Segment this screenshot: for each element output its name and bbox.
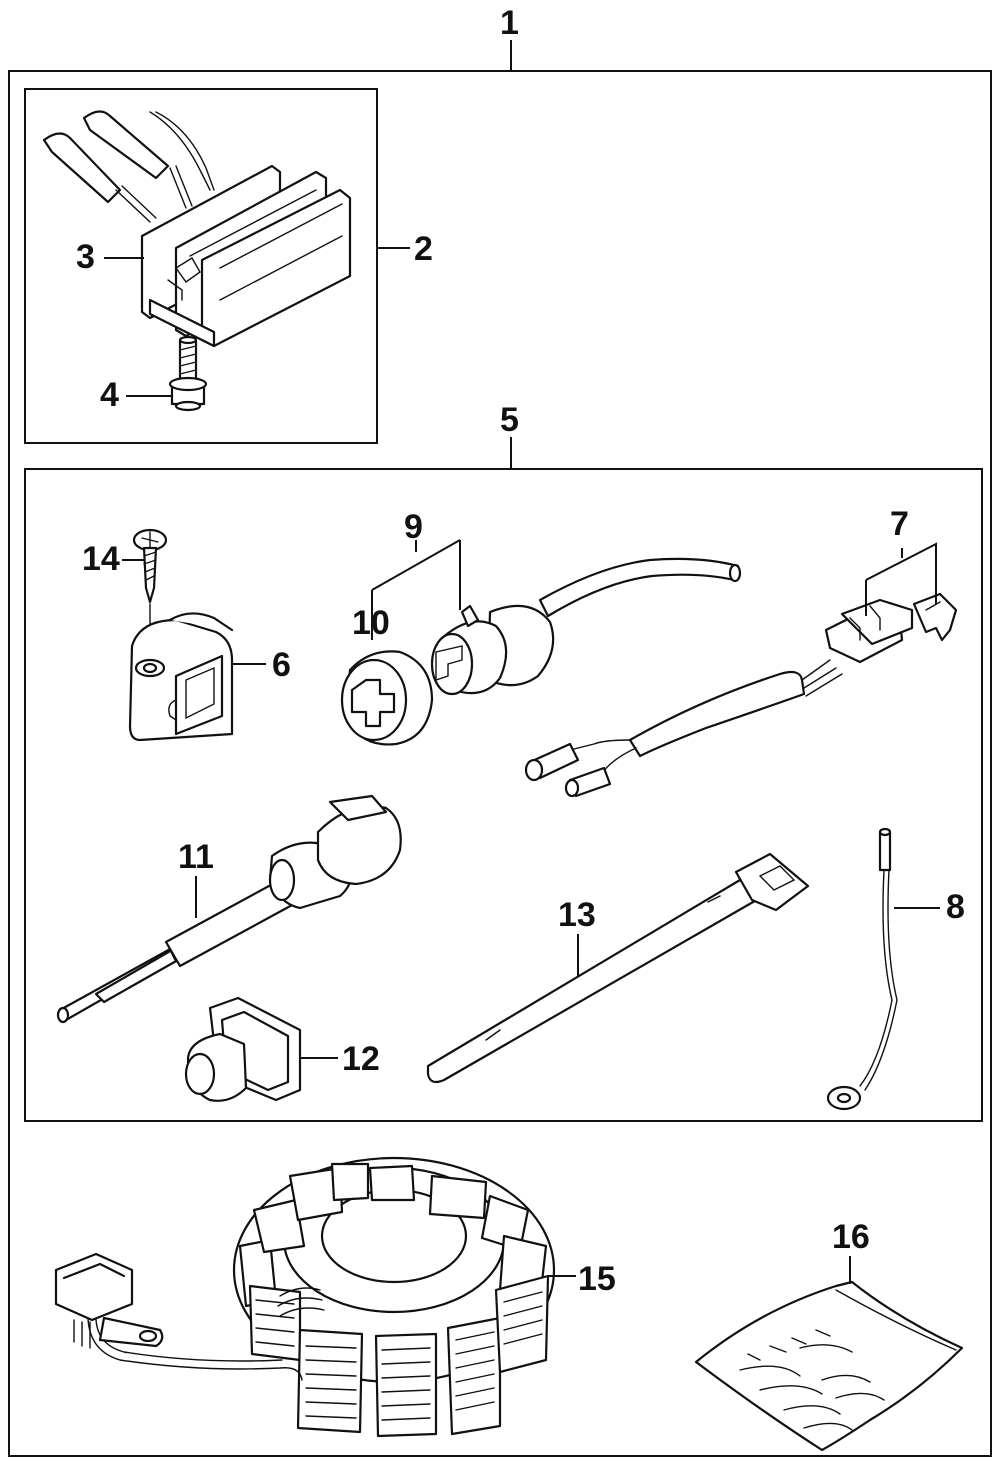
callout-10: 10 [352,604,390,642]
flange-bolt-icon [168,335,208,412]
callout-15: 15 [578,1260,616,1298]
coupler-icon [340,557,742,746]
fuse-harness-icon [524,592,958,798]
tapping-screw-icon [132,528,168,604]
callout-3: 3 [76,238,95,276]
stator-coil-icon [54,1156,556,1438]
callout-12: 12 [342,1040,380,1078]
clamp-icon [128,603,234,742]
assembly-frame [8,70,992,1457]
grommet-icon [184,996,302,1102]
harness-subassembly-frame [24,468,983,1122]
callout-16: 16 [832,1218,870,1256]
ground-wire-icon [826,827,898,1111]
callout-1: 1 [500,4,519,42]
callout-13: 13 [558,896,596,934]
cable-tie-icon [426,852,810,1084]
cable-icon [56,794,402,1024]
callout-9: 9 [404,508,423,546]
parts-bag-icon [694,1280,964,1452]
callout-2: 2 [414,230,433,268]
regulator-subassembly-frame [24,88,378,444]
callout-11: 11 [178,838,214,876]
callout-4: 4 [100,376,119,414]
callout-6: 6 [272,646,291,684]
callout-8: 8 [946,888,965,926]
callout-5: 5 [500,401,519,439]
callout-14: 14 [82,540,120,578]
regulator-rectifier-icon [42,110,352,348]
callout-7: 7 [890,505,909,543]
